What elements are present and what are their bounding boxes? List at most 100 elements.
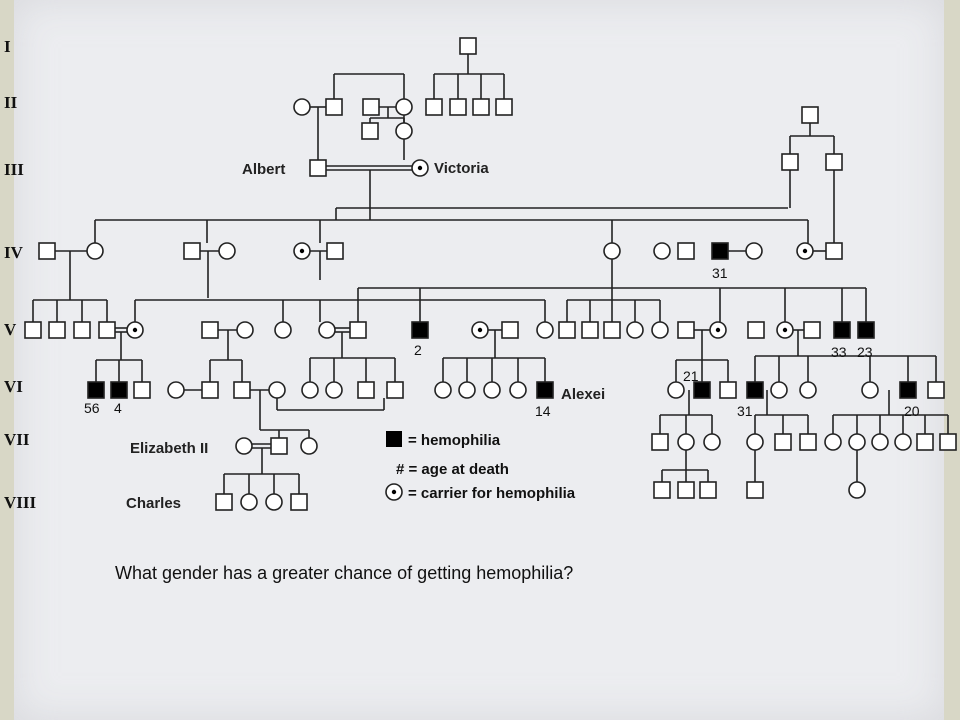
female-symbol xyxy=(799,381,817,399)
female-symbol xyxy=(236,321,254,339)
male-symbol xyxy=(774,433,792,451)
female-symbol xyxy=(240,493,258,511)
name-albert: Albert xyxy=(242,161,285,178)
carrier-dot xyxy=(299,248,305,254)
legend-age-at-death: # = age at death xyxy=(396,461,509,478)
generation-label-v: V xyxy=(4,320,17,339)
female-symbol xyxy=(458,381,476,399)
generation-label-iii: III xyxy=(4,160,24,179)
male-affected-symbol xyxy=(536,381,554,399)
age-label: 4 xyxy=(114,400,122,416)
female-symbol xyxy=(770,381,788,399)
male-symbol xyxy=(747,321,765,339)
female-symbol xyxy=(603,242,621,260)
female-symbol xyxy=(824,433,842,451)
female-symbol xyxy=(861,381,879,399)
male-symbol xyxy=(801,106,819,124)
male-symbol xyxy=(781,153,799,171)
female-symbol xyxy=(434,381,452,399)
male-symbol xyxy=(326,242,344,260)
female-symbol xyxy=(86,242,104,260)
male-symbol xyxy=(48,321,66,339)
female-symbol xyxy=(746,433,764,451)
female-symbol xyxy=(483,381,501,399)
male-affected-symbol xyxy=(87,381,105,399)
male-symbol xyxy=(183,242,201,260)
age-label: 20 xyxy=(904,403,920,419)
male-affected-symbol xyxy=(833,321,851,339)
male-symbol xyxy=(719,381,737,399)
male-symbol xyxy=(799,433,817,451)
female-symbol xyxy=(274,321,292,339)
legend-carrier-dot xyxy=(391,489,397,495)
male-symbol xyxy=(73,321,91,339)
female-symbol xyxy=(301,381,319,399)
age-label: 23 xyxy=(857,344,873,360)
male-symbol xyxy=(38,242,56,260)
male-symbol xyxy=(309,159,327,177)
male-symbol xyxy=(927,381,945,399)
slide-right-border xyxy=(944,0,960,720)
male-symbol xyxy=(653,481,671,499)
male-symbol xyxy=(357,381,375,399)
age-label: 33 xyxy=(831,344,847,360)
legend-hemophilia: = hemophilia xyxy=(408,432,501,449)
female-symbol xyxy=(894,433,912,451)
carrier-dot xyxy=(477,327,483,333)
female-symbol xyxy=(745,242,763,260)
carrier-dot xyxy=(782,327,788,333)
slide-content-area xyxy=(14,0,944,720)
name-alexei: Alexei xyxy=(561,386,605,403)
female-symbol xyxy=(265,493,283,511)
female-symbol xyxy=(167,381,185,399)
male-symbol xyxy=(825,153,843,171)
male-symbol xyxy=(24,321,42,339)
male-symbol xyxy=(603,321,621,339)
male-symbol xyxy=(677,481,695,499)
female-symbol xyxy=(848,481,866,499)
legend-carrier: = carrier for hemophilia xyxy=(408,485,576,502)
male-affected-symbol xyxy=(411,321,429,339)
name-charles: Charles xyxy=(126,495,181,512)
pedigree-lines xyxy=(32,54,949,494)
carrier-dot xyxy=(417,165,423,171)
male-symbol xyxy=(677,242,695,260)
male-symbol xyxy=(677,321,695,339)
male-symbol xyxy=(581,321,599,339)
carrier-dot xyxy=(132,327,138,333)
male-symbol xyxy=(386,381,404,399)
male-symbol xyxy=(651,433,669,451)
male-symbol xyxy=(472,98,490,116)
male-affected-symbol xyxy=(899,381,917,399)
male-affected-symbol xyxy=(857,321,875,339)
female-symbol xyxy=(395,122,413,140)
male-symbol xyxy=(215,493,233,511)
female-symbol xyxy=(218,242,236,260)
female-symbol xyxy=(871,433,889,451)
male-affected-symbol xyxy=(693,381,711,399)
male-symbol xyxy=(325,98,343,116)
legend: = hemophilia # = age at death = carrier … xyxy=(385,431,576,502)
male-affected-symbol xyxy=(746,381,764,399)
male-symbol xyxy=(699,481,717,499)
female-symbol xyxy=(651,321,669,339)
name-elizabeth: Elizabeth II xyxy=(130,440,208,457)
generation-label-vi: VI xyxy=(4,377,23,396)
age-label: 31 xyxy=(737,403,753,419)
age-label: 56 xyxy=(84,400,100,416)
name-victoria: Victoria xyxy=(434,160,489,177)
legend-affected-square xyxy=(386,431,402,447)
generation-label-viii: VIII xyxy=(4,493,37,512)
male-symbol xyxy=(449,98,467,116)
generation-label-i: I xyxy=(4,37,11,56)
male-symbol xyxy=(361,122,379,140)
male-symbol xyxy=(825,242,843,260)
male-affected-symbol xyxy=(711,242,729,260)
female-symbol xyxy=(653,242,671,260)
male-symbol xyxy=(558,321,576,339)
male-symbol xyxy=(98,321,116,339)
male-symbol xyxy=(803,321,821,339)
female-symbol xyxy=(626,321,644,339)
